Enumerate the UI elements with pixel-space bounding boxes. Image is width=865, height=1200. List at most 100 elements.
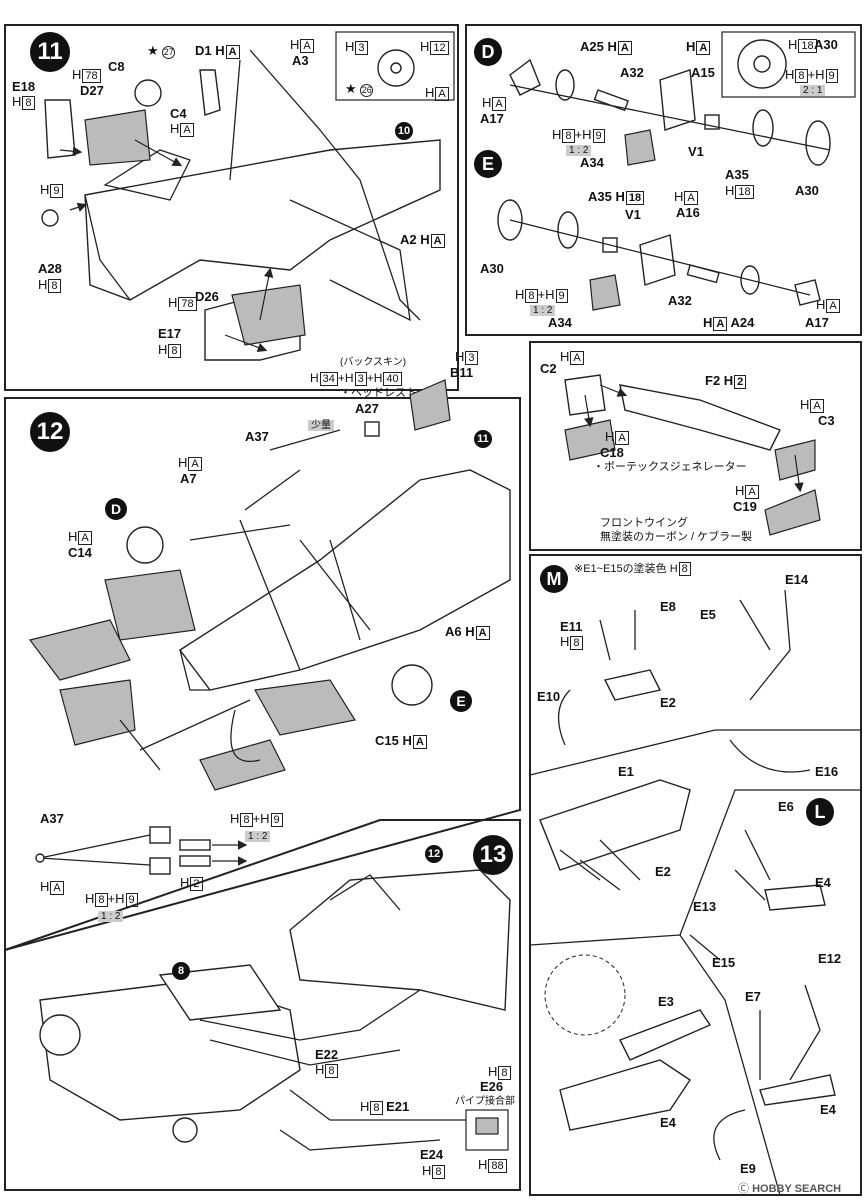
label-a3: A3 xyxy=(292,53,309,68)
label-a17-e: A17 xyxy=(805,315,829,330)
step-number-11: 11 xyxy=(30,32,70,72)
step-number-13: 13 xyxy=(473,835,513,875)
label-e17: E17 xyxy=(158,326,182,341)
label-e4: E4 xyxy=(815,875,831,890)
chassis-drawing-11 xyxy=(41,49,441,361)
label-e12: E12 xyxy=(818,951,842,966)
label-e22: E22 xyxy=(315,1047,339,1062)
label-c19: C19 xyxy=(733,499,757,514)
label-e4-c: E4 xyxy=(820,1102,836,1117)
ratio-a34-e: 1 : 2 xyxy=(530,302,556,316)
ref-sub-d: D xyxy=(105,498,127,520)
label-e14: E14 xyxy=(785,572,809,587)
label-c4: C4 xyxy=(170,106,187,121)
backskin-note: (バックスキン) xyxy=(340,357,407,368)
label-a32-e: A32 xyxy=(668,293,692,308)
label-e5: E5 xyxy=(700,607,716,622)
label-e24: E24 xyxy=(420,1147,444,1162)
label-e18: E18 xyxy=(12,79,36,94)
pipe-joint-note: パイプ接合部 xyxy=(455,1096,515,1107)
label-e2-b: E2 xyxy=(655,864,671,879)
label-e13: E13 xyxy=(693,899,717,914)
label-e16: E16 xyxy=(815,764,839,779)
a37-detail xyxy=(35,826,248,875)
label-e9: E9 xyxy=(740,1161,756,1176)
label-e6: E6 xyxy=(778,799,794,814)
label-c2: C2 xyxy=(540,361,557,376)
a37-ratio-top: 1 : 2 xyxy=(245,828,271,842)
label-c18: C18 xyxy=(600,445,624,460)
small-amount-note: 少量 xyxy=(308,420,334,431)
label-a15: A15 xyxy=(691,65,715,80)
label-a17: A17 xyxy=(480,111,504,126)
label-c14: C14 xyxy=(68,545,92,560)
ref-step-8: 8 xyxy=(172,962,190,980)
label-a34-e: A34 xyxy=(548,315,572,330)
sub-step-d: D xyxy=(474,38,502,66)
vortex-note: ・ボーテックスジェネレーター xyxy=(593,461,747,473)
a37-detail-title: A37 xyxy=(40,811,64,826)
wing-note-1: フロントウイング xyxy=(600,517,688,529)
headrest-note: ・ヘッドレスト xyxy=(340,387,417,399)
label-a27: A27 xyxy=(355,401,379,416)
ratio-a34: 1 : 2 xyxy=(566,142,592,156)
label-b11: B11 xyxy=(450,365,474,380)
ref-sub-e: E xyxy=(450,690,472,712)
label-a16: A16 xyxy=(676,205,700,220)
label-a34: A34 xyxy=(580,155,604,170)
watermark: Ⓒ HOBBY SEARCH xyxy=(738,1183,842,1195)
step-number-12: 12 xyxy=(30,412,70,452)
sub-step-e: E xyxy=(474,150,502,178)
label-c8: C8 xyxy=(108,59,125,74)
ref-step-11: 11 xyxy=(474,430,492,448)
label-v1-e: V1 xyxy=(625,207,641,222)
label-a35: A35 xyxy=(725,167,749,182)
engine-assembly-drawing-13 xyxy=(39,869,511,1151)
label-a32: A32 xyxy=(620,65,644,80)
label-c3: C3 xyxy=(818,413,835,428)
label-d27: D27 xyxy=(80,83,104,98)
label-e4-b: E4 xyxy=(660,1115,676,1130)
label-e26: E26 xyxy=(480,1079,504,1094)
star-27: ★ 27 xyxy=(147,43,176,59)
label-d26: D26 xyxy=(195,289,219,304)
label-a30-e: A30 xyxy=(480,261,504,276)
label-e15: E15 xyxy=(712,955,736,970)
star-26: ★ 26 xyxy=(345,81,374,97)
